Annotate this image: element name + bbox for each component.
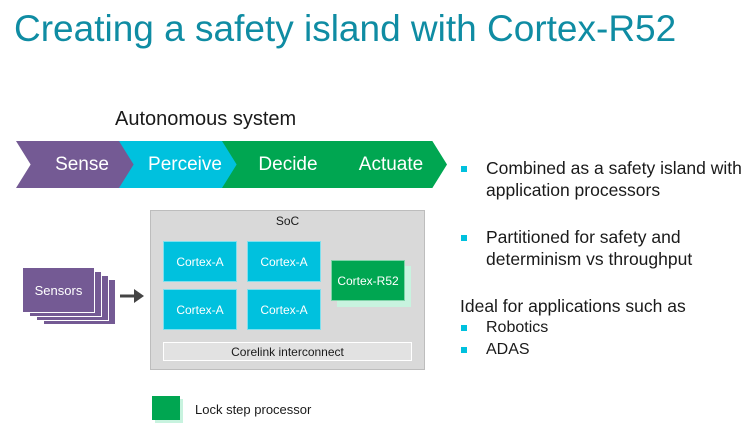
cortex-a-core: Cortex-A (247, 241, 321, 282)
cortex-r52-core: Cortex-R52 (331, 260, 405, 301)
application-item: ADAS (486, 341, 530, 358)
bullet-line: application processors (486, 180, 661, 200)
legend-swatch (152, 396, 180, 420)
bullet-text: Partitioned for safety and determinism v… (486, 226, 692, 270)
bullet-icon (461, 325, 467, 331)
bullet-text: Combined as a safety island with applica… (486, 157, 742, 201)
arrow-right-icon (120, 289, 144, 303)
stage-decide: Decide (222, 141, 344, 188)
cortex-a-core: Cortex-A (247, 289, 321, 330)
stage-label: Perceive (148, 153, 222, 175)
stage-label: Sense (55, 153, 109, 175)
legend-label: Lock step processor (195, 402, 312, 417)
sensors-label: Sensors (34, 282, 83, 298)
application-item: Robotics (486, 319, 549, 336)
stage-actuate: Actuate (325, 141, 447, 188)
stage-sense: Sense (16, 141, 138, 188)
stage-label: Actuate (358, 153, 424, 175)
soc-label: SoC (275, 214, 300, 228)
stage-perceive: Perceive (119, 141, 241, 188)
diagram-subtitle: Autonomous system (115, 108, 297, 130)
cortex-a-core: Cortex-A (163, 241, 237, 282)
corelink-interconnect: Corelink interconnect (163, 342, 412, 361)
ideal-heading: Ideal for applications such as (460, 296, 686, 316)
bullet-icon (461, 166, 467, 172)
bullet-line: Partitioned for safety and (486, 227, 681, 247)
slide-title: Creating a safety island with Cortex-R52 (14, 8, 677, 49)
bullet-line: determinism vs throughput (486, 249, 693, 269)
bullet-icon (461, 235, 467, 241)
stage-label: Decide (258, 153, 318, 175)
sensor-card (22, 267, 95, 313)
cortex-a-core: Cortex-A (163, 289, 237, 330)
bullet-line: Combined as a safety island with (486, 158, 742, 178)
bullet-icon (461, 347, 467, 353)
